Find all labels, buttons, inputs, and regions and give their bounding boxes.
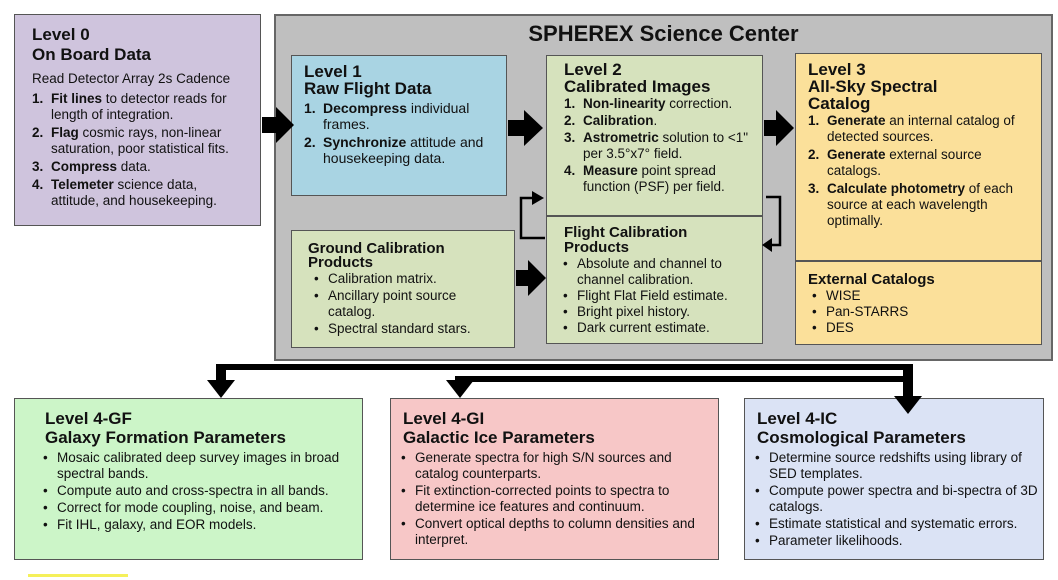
level4gf-title: Level 4-GF	[45, 409, 132, 428]
external-catalogs-list: WISE Pan-STARRS DES	[806, 288, 1026, 336]
list-item: Spectral standard stars.	[308, 321, 503, 337]
arrow-level1-to-level2	[508, 110, 543, 146]
list-item: 2.Generate external source catalogs.	[808, 147, 982, 178]
arrow-feedback-right	[766, 195, 782, 247]
highlight-mark	[28, 574, 128, 577]
external-catalogs-box: External Catalogs WISE Pan-STARRS DES	[795, 261, 1042, 345]
level0-cadence: Read Detector Array 2s Cadence	[32, 71, 231, 86]
list-item: WISE	[806, 288, 1026, 304]
list-item: DES	[806, 320, 1026, 336]
flight-calibration-list: Absolute and channel to channel calibrat…	[557, 256, 757, 336]
arrow-to-level4gi	[446, 380, 474, 398]
level3-title: Level 3	[808, 60, 866, 79]
list-item: Parameter likelihoods.	[749, 533, 1039, 549]
list-item: 1.Non-linearity correction.	[564, 96, 733, 111]
list-item: 1.Generate an internal catalog of detect…	[808, 113, 1015, 144]
level2-box: Level 2 Calibrated Images 1.Non-linearit…	[546, 55, 763, 216]
level2-list: 1.Non-linearity correction. 2.Calibratio…	[564, 96, 754, 196]
level4ic-box: Level 4-IC Cosmological Parameters Deter…	[744, 398, 1044, 560]
list-item: Fit extinction-corrected points to spect…	[395, 483, 713, 515]
list-item: 1.Fit lines to detector reads for length…	[32, 91, 227, 122]
flight-calibration-subtitle: Products	[564, 239, 630, 256]
list-item: 1.Decompress individual frames.	[304, 100, 470, 132]
level4ic-list: Determine source redshifts using library…	[749, 450, 1039, 550]
level4gi-subtitle: Galactic Ice Parameters	[403, 428, 595, 447]
level4ic-subtitle: Cosmological Parameters	[757, 428, 966, 447]
list-item: 4.Telemeter science data, attitude, and …	[32, 177, 217, 208]
level4gf-box: Level 4-GF Galaxy Formation Parameters M…	[14, 398, 363, 560]
list-item: Correct for mode coupling, noise, and be…	[37, 500, 355, 516]
level3-subtitle-2: Catalog	[808, 94, 871, 113]
list-item: Pan-STARRS	[806, 304, 1026, 320]
level0-subtitle: On Board Data	[32, 45, 152, 64]
list-item: Calibration matrix.	[308, 271, 503, 287]
level0-title: Level 0	[32, 25, 90, 44]
level4gi-title: Level 4-GI	[403, 409, 485, 428]
list-item: Fit IHL, galaxy, and EOR models.	[37, 517, 355, 533]
flight-calibration-title: Flight Calibration	[564, 224, 688, 241]
level2-title: Level 2	[564, 60, 622, 79]
level4gi-box: Level 4-GI Galactic Ice Parameters Gener…	[390, 398, 719, 560]
ground-calibration-box: Ground Calibration Products Calibration …	[291, 230, 515, 348]
arrow-to-level4ic	[894, 396, 922, 414]
list-item: 3.Calculate photometry of each source at…	[808, 181, 1014, 228]
level3-list: 1.Generate an internal catalog of detect…	[808, 113, 1028, 231]
level3-box: Level 3 All-Sky Spectral Catalog 1.Gener…	[795, 53, 1042, 261]
level1-title: Level 1	[304, 62, 362, 81]
level4gf-list: Mosaic calibrated deep survey images in …	[37, 450, 355, 534]
external-catalogs-title: External Catalogs	[808, 271, 935, 288]
list-item: Flight Flat Field estimate.	[557, 288, 757, 304]
level1-list: 1.Decompress individual frames. 2.Synchr…	[304, 100, 494, 168]
list-item: Ancillary point source catalog.	[308, 288, 503, 320]
list-item: Determine source redshifts using library…	[749, 450, 1039, 482]
flight-calibration-box: Flight Calibration Products Absolute and…	[546, 216, 763, 344]
arrow-level0-to-center	[262, 107, 294, 143]
list-item: 3.Astrometric solution to <1" per 3.5°x7…	[564, 130, 749, 161]
list-item: 4.Measure point spread function (PSF) pe…	[564, 163, 725, 194]
level4gi-list: Generate spectra for high S/N sources an…	[395, 450, 713, 549]
list-item: 2.Calibration.	[564, 113, 658, 128]
list-item: Generate spectra for high S/N sources an…	[395, 450, 713, 482]
arrow-feedback-left	[519, 196, 545, 240]
list-item: Mosaic calibrated deep survey images in …	[37, 450, 355, 482]
list-item: Dark current estimate.	[557, 320, 757, 336]
list-item: 2.Flag cosmic rays, non-linear saturatio…	[32, 125, 229, 156]
level1-subtitle: Raw Flight Data	[304, 79, 432, 98]
list-item: Absolute and channel to channel calibrat…	[557, 256, 757, 288]
ground-calibration-subtitle: Products	[308, 254, 374, 271]
level2-subtitle: Calibrated Images	[564, 77, 711, 96]
output-bus-line-lower	[460, 376, 913, 382]
list-item: Bright pixel history.	[557, 304, 757, 320]
arrow-level2-to-level3	[764, 110, 794, 146]
level0-box: Level 0 On Board Data Read Detector Arra…	[14, 14, 261, 226]
list-item: Compute auto and cross-spectra in all ba…	[37, 483, 355, 499]
ground-calibration-list: Calibration matrix. Ancillary point sour…	[308, 271, 503, 338]
science-center-title: SPHEREX Science Center	[528, 21, 799, 46]
arrow-to-level4gf	[207, 380, 235, 398]
level4ic-title: Level 4-IC	[757, 409, 838, 428]
level3-subtitle: All-Sky Spectral	[808, 77, 938, 96]
level4gf-subtitle: Galaxy Formation Parameters	[45, 428, 286, 447]
list-item: Convert optical depths to column densiti…	[395, 516, 713, 548]
ground-calibration-title: Ground Calibration	[308, 240, 445, 257]
level1-box: Level 1 Raw Flight Data 1.Decompress ind…	[291, 55, 507, 196]
list-item: 2.Synchronize attitude and housekeeping …	[304, 134, 484, 166]
list-item: Estimate statistical and systematic erro…	[749, 516, 1039, 532]
arrow-ground-to-flight	[516, 260, 546, 296]
level0-list: 1.Fit lines to detector reads for length…	[32, 91, 237, 211]
list-item: 3.Compress data.	[32, 159, 151, 174]
list-item: Compute power spectra and bi-spectra of …	[749, 483, 1039, 515]
output-bus-line-upper	[220, 364, 913, 370]
